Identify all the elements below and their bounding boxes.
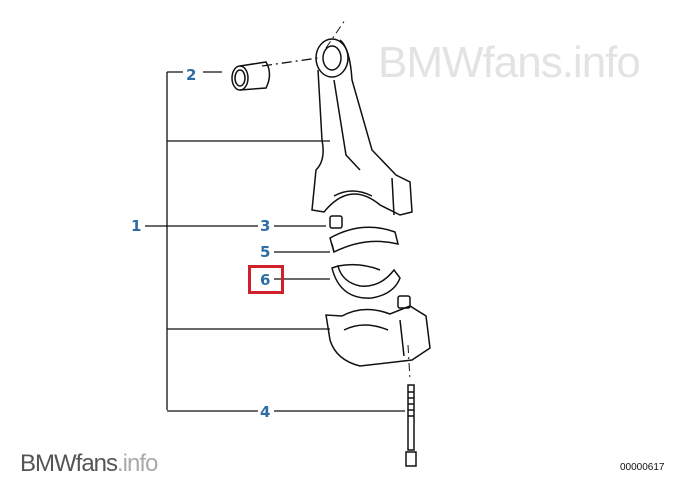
highlight-box <box>248 265 284 294</box>
watermark-bottom: BMWfans.info <box>20 450 158 478</box>
connecting-rod-part <box>311 38 413 216</box>
bushing-part <box>231 61 271 91</box>
watermark-suffix: .info <box>117 450 158 477</box>
callout-5[interactable]: 5 <box>260 243 271 261</box>
watermark-top: BMWfans.info <box>378 38 641 87</box>
callout-1[interactable]: 1 <box>131 217 142 235</box>
leader-lines <box>145 19 411 412</box>
callout-4[interactable]: 4 <box>260 403 271 421</box>
callout-2[interactable]: 2 <box>186 66 197 84</box>
bearing-shell-lower <box>331 263 401 299</box>
callout-3[interactable]: 3 <box>260 217 271 235</box>
watermark-brand: BMWfans <box>20 450 118 477</box>
bearing-shell-upper <box>329 226 400 254</box>
diagram-number: 00000617 <box>620 462 665 473</box>
sleeve-part <box>329 215 343 229</box>
callout-6[interactable]: 6 <box>260 271 271 289</box>
bolt-part <box>405 384 417 467</box>
bearing-cap-part <box>325 305 431 367</box>
